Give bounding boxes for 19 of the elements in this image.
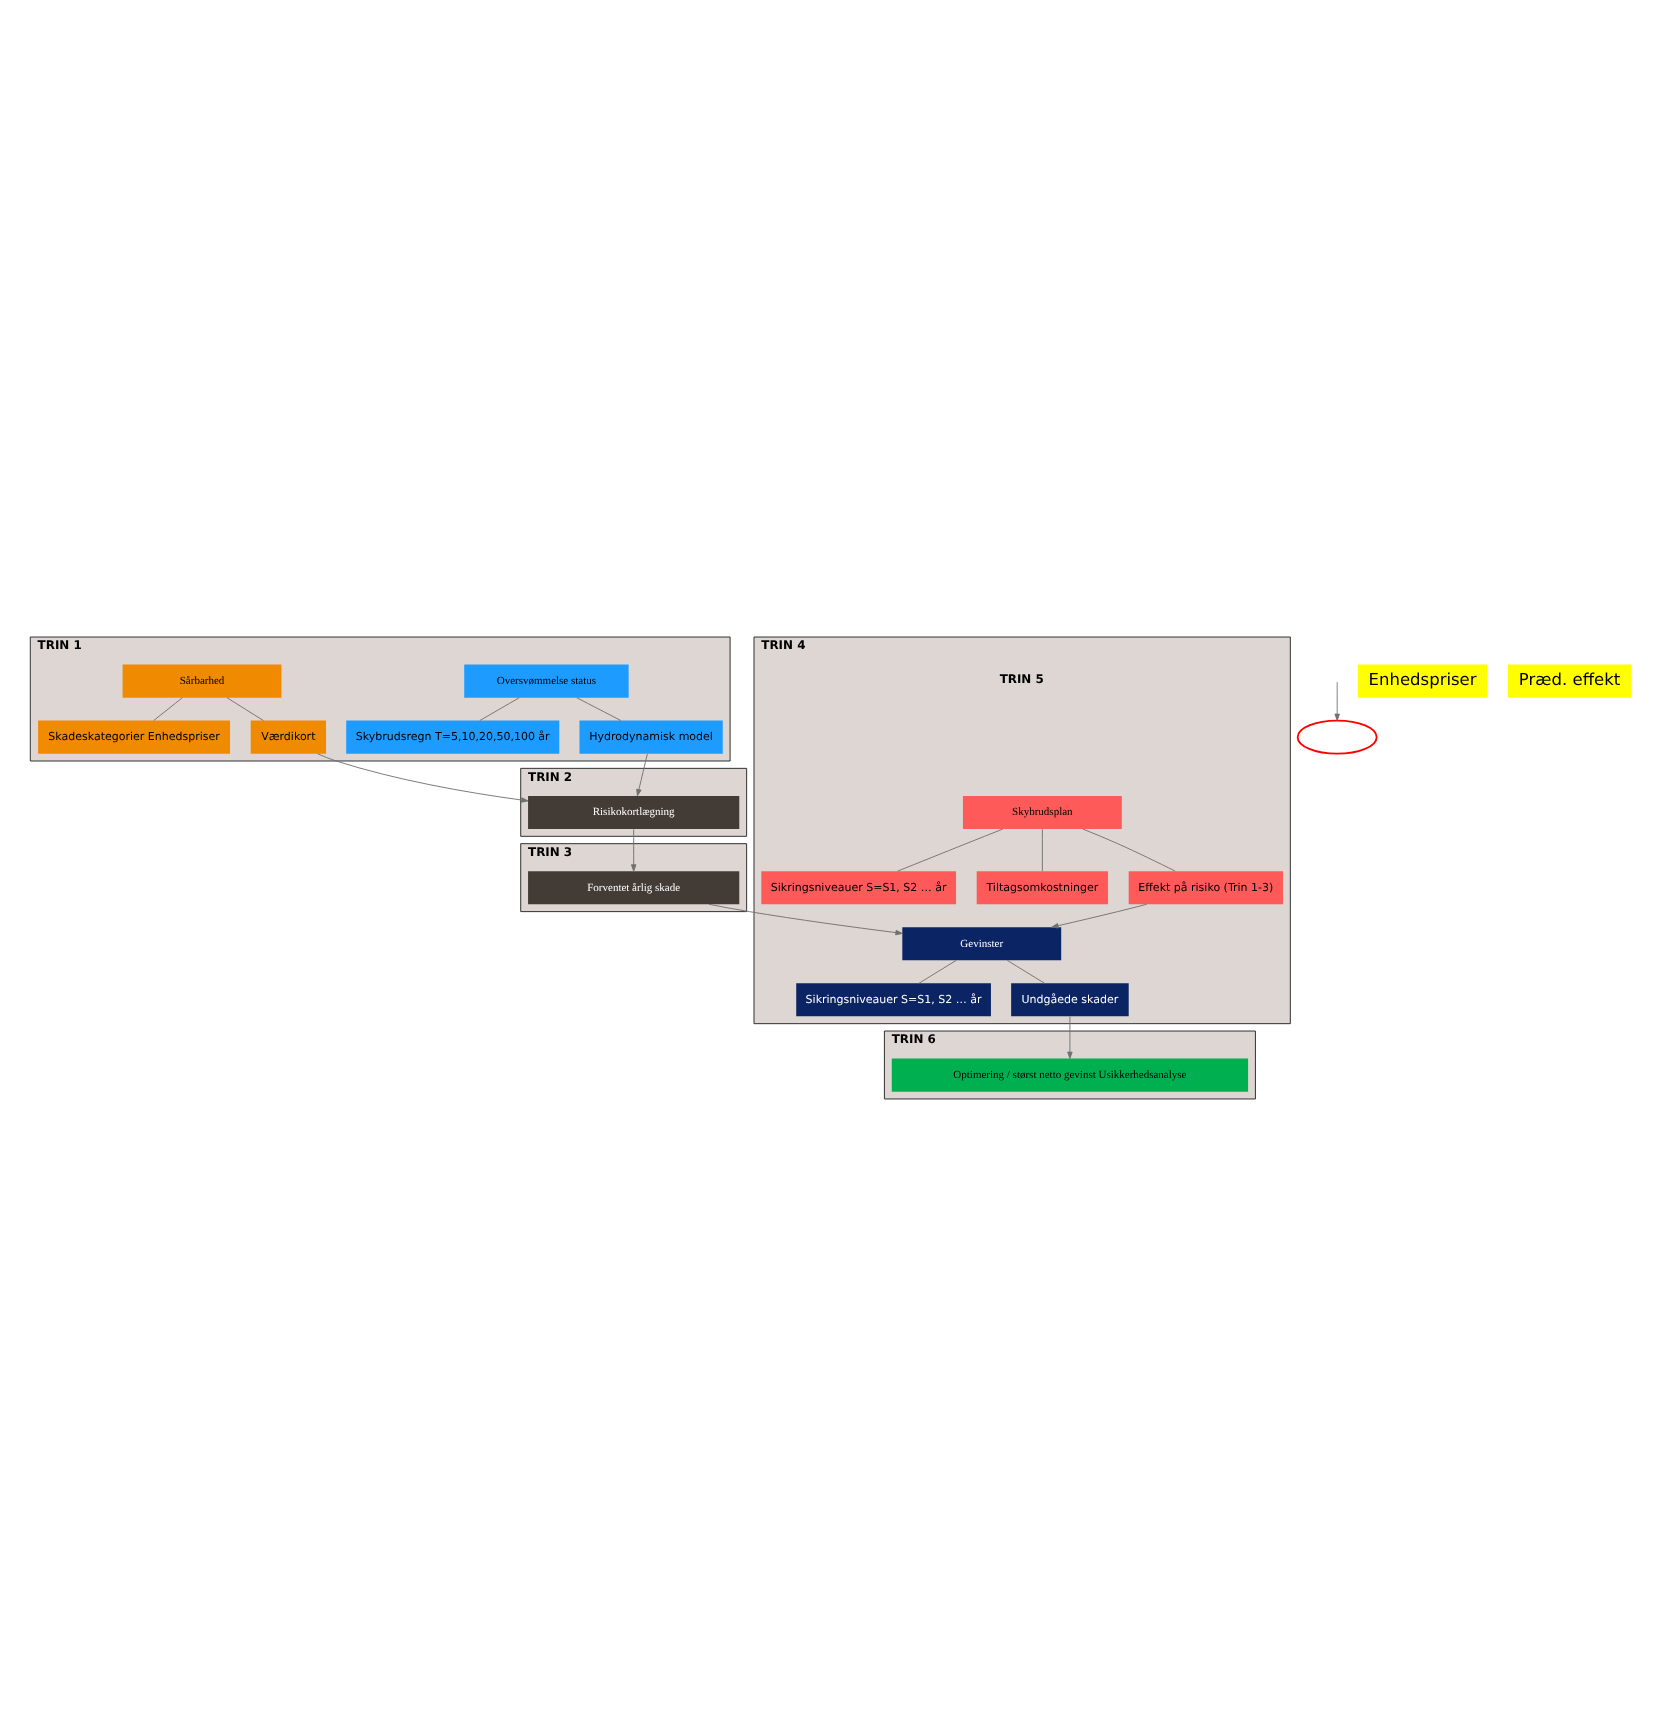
arrow xyxy=(1334,681,1340,721)
connector xyxy=(479,697,520,722)
connector xyxy=(1006,959,1045,984)
label: Enhedspriser xyxy=(1368,669,1477,690)
arrow xyxy=(708,903,903,936)
connector xyxy=(226,697,264,722)
connector xyxy=(897,828,1004,872)
node-ellipse xyxy=(1296,719,1378,755)
arrow xyxy=(630,828,637,872)
connector xyxy=(1082,828,1176,872)
connector xyxy=(153,697,183,722)
connector xyxy=(918,959,957,984)
arrow xyxy=(1051,903,1148,929)
label: Præd. effekt xyxy=(1518,669,1621,690)
connector xyxy=(1041,828,1043,872)
arrow xyxy=(1067,1016,1073,1059)
arrow xyxy=(636,753,648,797)
arrow xyxy=(317,753,529,803)
connector xyxy=(576,697,622,722)
